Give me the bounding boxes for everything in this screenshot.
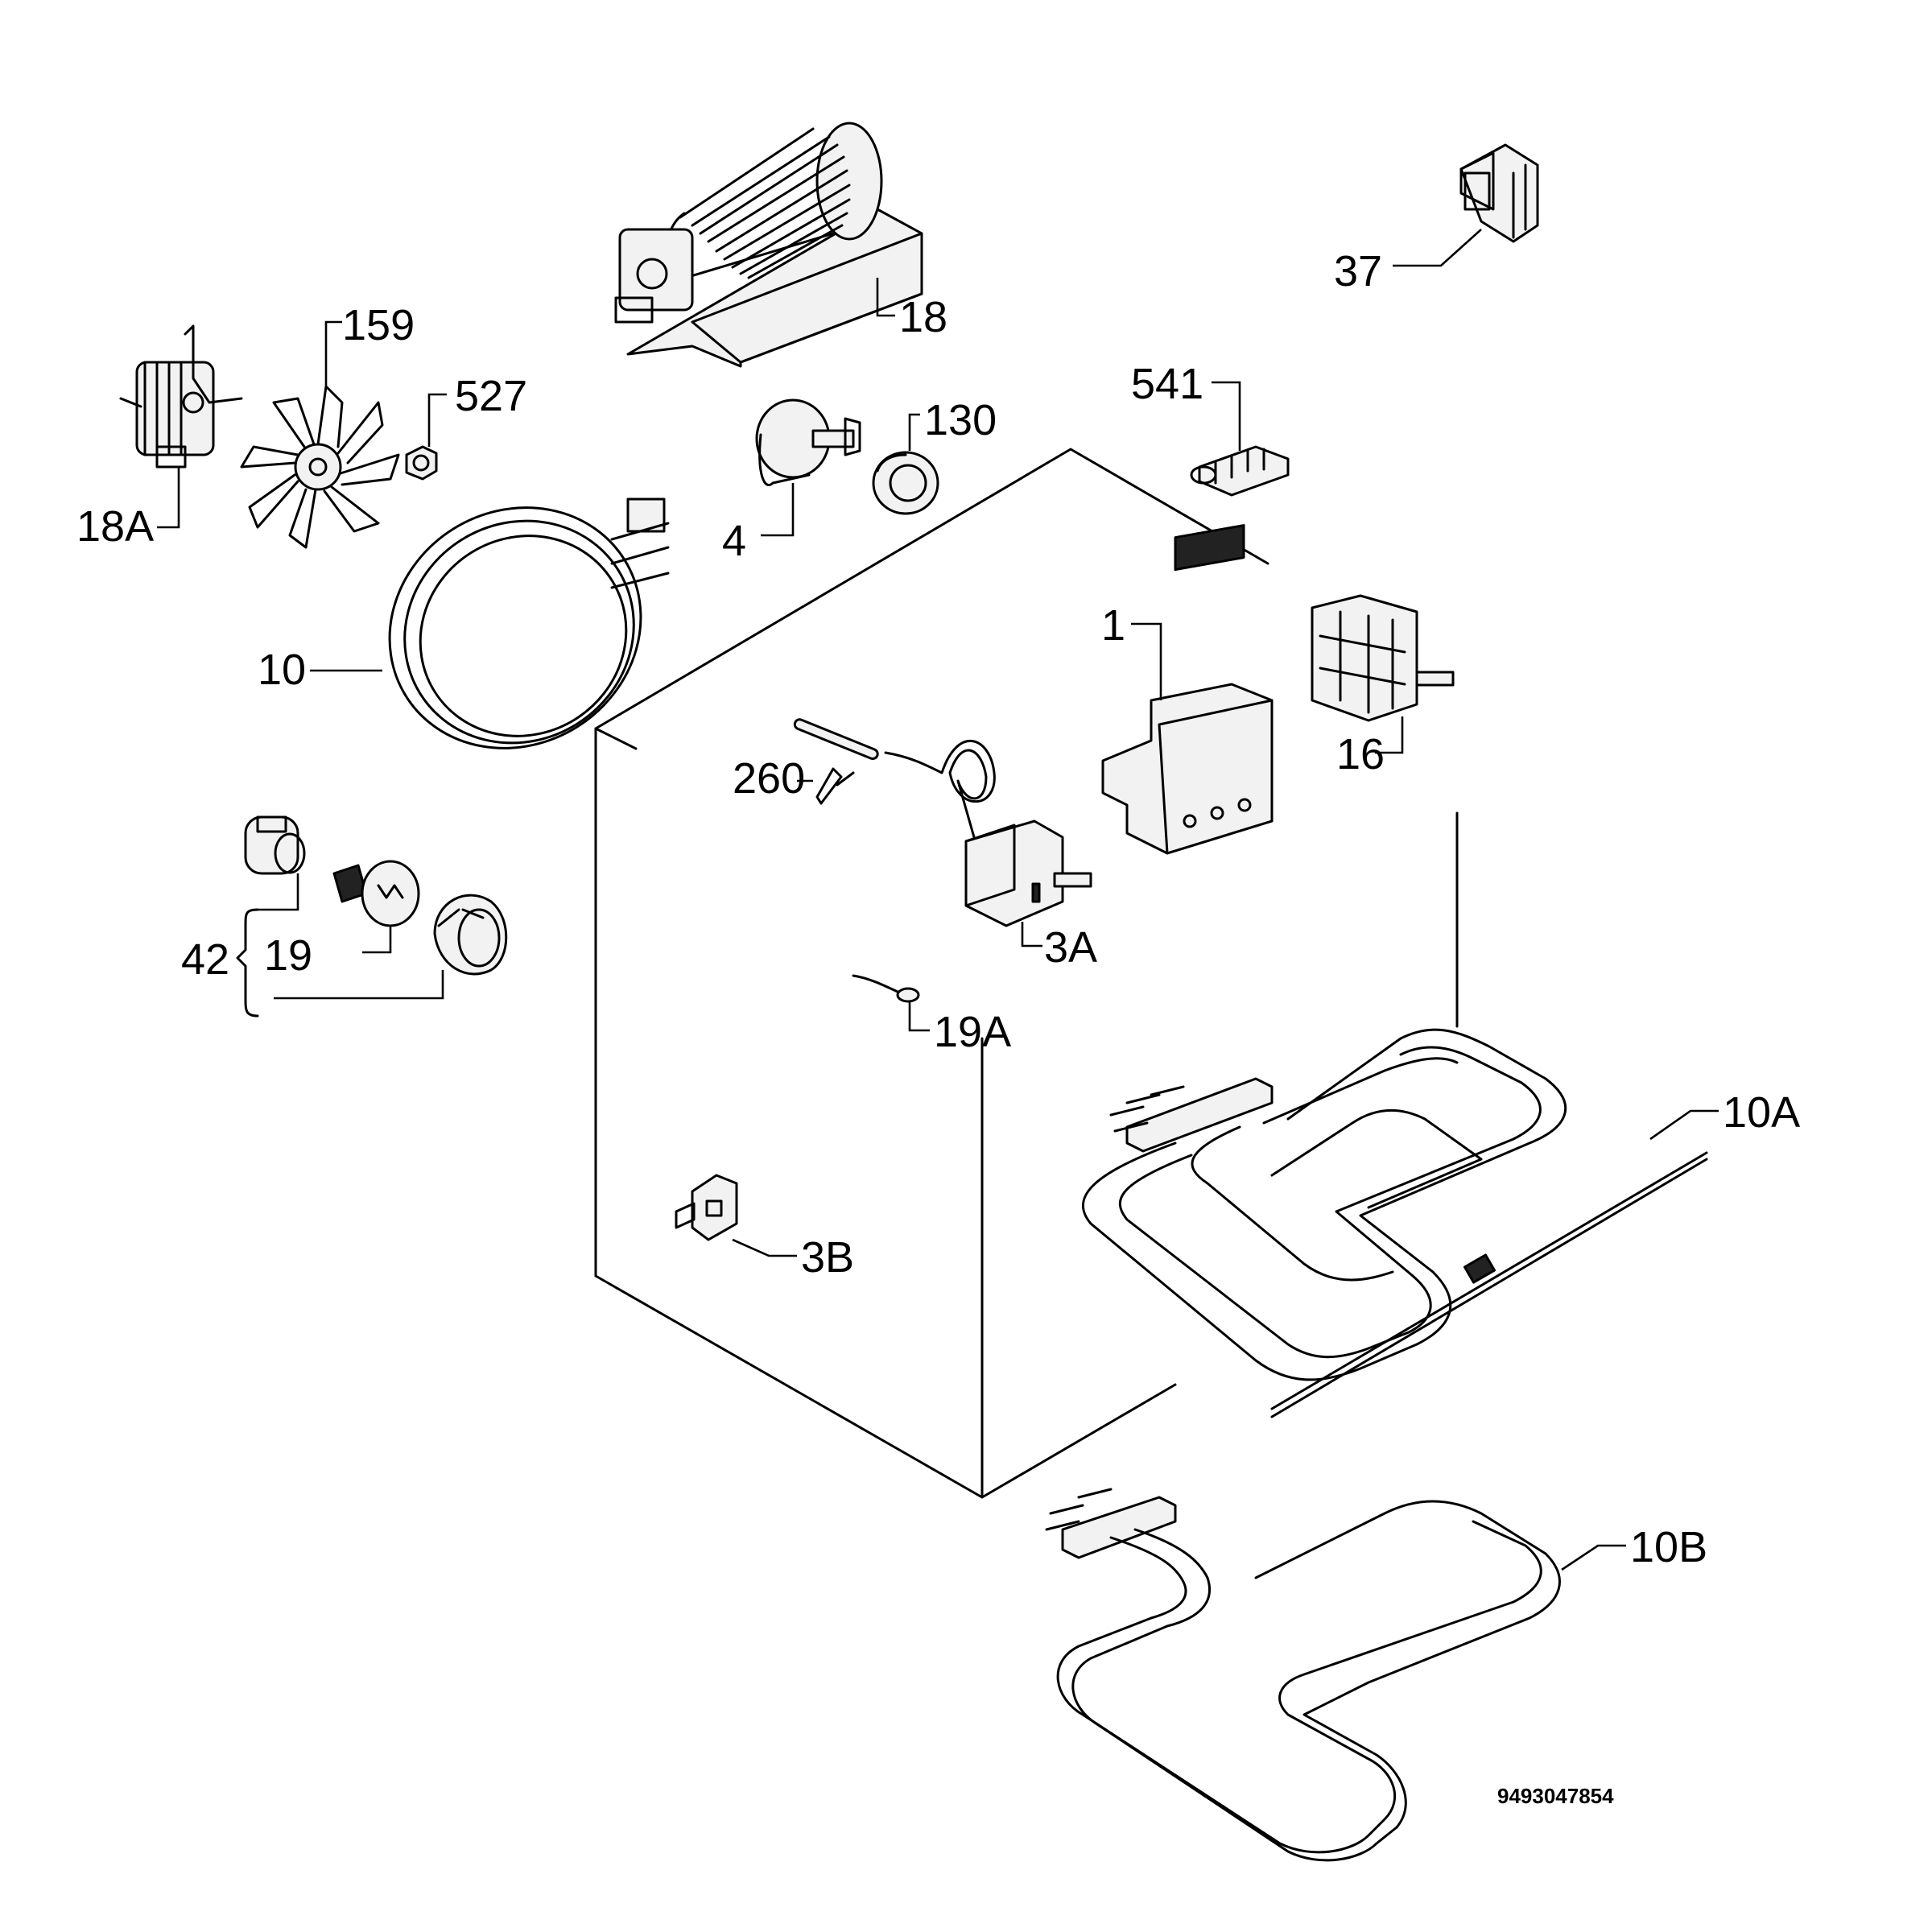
part-label-18a: 18A	[76, 502, 154, 551]
leader-3a	[1021, 922, 1042, 947]
grill-element	[1082, 1028, 1708, 1418]
door-switch	[675, 1174, 738, 1241]
fan-nut	[405, 445, 438, 481]
lamp-wire	[852, 974, 920, 1003]
part-label-527: 527	[455, 372, 527, 420]
leader-16	[1375, 716, 1404, 754]
leader-4	[761, 483, 795, 537]
lamp-holder	[244, 815, 306, 875]
door-lock-motor	[755, 398, 861, 486]
leader-37	[1393, 229, 1482, 267]
leader-18	[876, 278, 895, 317]
leader-10a	[1649, 1109, 1719, 1141]
leader-130	[908, 413, 920, 451]
leader-3b	[732, 1238, 797, 1257]
leader-541	[1212, 381, 1241, 451]
part-label-3a: 3A	[1044, 923, 1097, 972]
oven-cavity-outline	[594, 448, 1459, 1499]
part-label-18: 18	[899, 293, 947, 341]
part-label-10a: 10A	[1723, 1088, 1800, 1137]
circular-heating-element	[388, 497, 670, 749]
leader-18a	[157, 467, 180, 529]
part-label-159: 159	[342, 301, 415, 349]
leader-19	[362, 926, 392, 954]
leader-10b	[1561, 1544, 1626, 1571]
part-label-16: 16	[1336, 730, 1385, 778]
bottom-heating-element	[1045, 1488, 1561, 1862]
electronic-timer	[1101, 524, 1274, 855]
leader-159	[324, 320, 342, 386]
leader-1	[1131, 622, 1162, 700]
leader-lamp-cover	[274, 970, 444, 1000]
part-label-19: 19	[264, 931, 312, 980]
part-label-19a: 19A	[934, 1008, 1011, 1056]
part-label-4: 4	[722, 517, 746, 565]
lamp-cover	[433, 894, 508, 976]
part-label-42: 42	[181, 935, 229, 984]
bracket-42	[236, 908, 259, 1018]
part-label-260: 260	[733, 754, 805, 803]
part-label-10b: 10B	[1630, 1523, 1707, 1571]
tangential-fan	[614, 122, 923, 368]
lamp-bulb	[332, 860, 420, 927]
leader-19a	[908, 1002, 930, 1032]
thermostat	[793, 718, 1092, 927]
part-label-10: 10	[258, 646, 306, 694]
bushing	[872, 451, 939, 515]
part-label-37: 37	[1334, 247, 1382, 295]
thermal-switch	[1459, 143, 1539, 243]
fan-motor	[119, 324, 243, 469]
part-label-1: 1	[1101, 601, 1125, 650]
selector-switch	[1311, 594, 1455, 722]
part-label-541: 541	[1131, 360, 1203, 408]
terminal-block	[1190, 445, 1290, 497]
part-label-3b: 3B	[801, 1233, 854, 1282]
part-label-130: 130	[924, 396, 997, 444]
sensor-clip	[815, 767, 855, 805]
leader-lamp-holder	[258, 873, 299, 911]
drawing-number: 9493047854	[1497, 1784, 1614, 1808]
leader-527	[427, 393, 447, 447]
fan-blade	[240, 385, 400, 549]
